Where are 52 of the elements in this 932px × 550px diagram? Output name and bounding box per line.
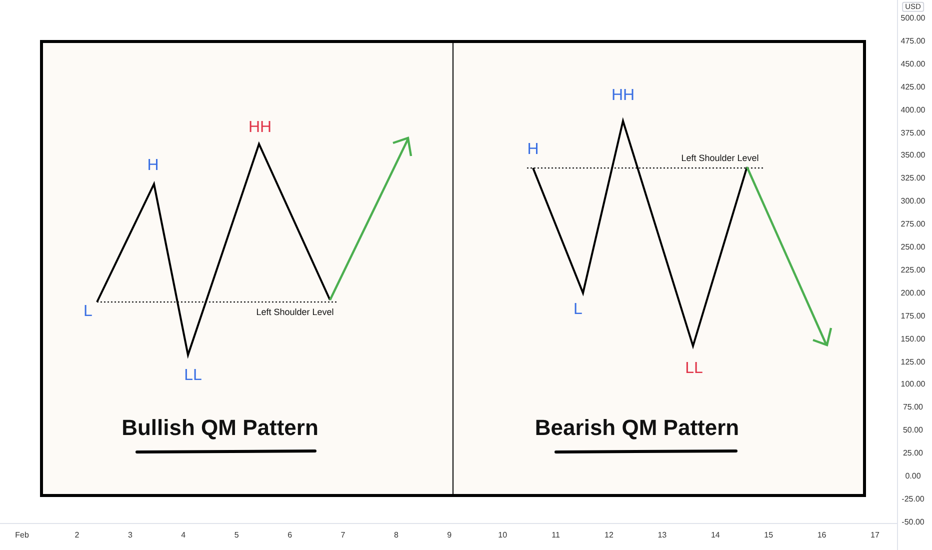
price-scale-label: -25.00 [902, 496, 924, 504]
date-scale-label: 14 [710, 532, 720, 540]
swing-point-label: HH [611, 87, 635, 105]
level-label: Left Shoulder Level [256, 308, 334, 318]
price-scale-label: 250.00 [900, 244, 926, 252]
date-scale-label: 17 [870, 532, 880, 540]
month-label: Feb [15, 532, 29, 540]
date-scale-label: 3 [128, 532, 132, 540]
swing-point-label: L [574, 301, 582, 319]
level-label: Left Shoulder Level [681, 154, 759, 164]
pattern-title: Bearish QM Pattern [534, 416, 740, 440]
date-scale-label: 12 [604, 532, 614, 540]
price-scale-label: 275.00 [900, 220, 926, 230]
price-scale-label: 300.00 [900, 198, 926, 207]
date-scale-label: 2 [74, 532, 80, 540]
price-scale-label: 425.00 [900, 83, 926, 92]
pattern-title: Bullish QM Pattern [122, 416, 318, 440]
price-scale-label: 450.00 [900, 60, 926, 70]
price-scale-label: 500.00 [900, 14, 926, 24]
swing-point-label: LL [685, 360, 703, 378]
date-scale-label: 6 [288, 532, 292, 540]
swing-point-label: H [147, 157, 159, 175]
date-scale-label: 11 [552, 532, 560, 540]
price-scale-label: 225.00 [900, 266, 926, 276]
date-scale-label: 15 [764, 532, 774, 540]
date-scale-label: 8 [394, 532, 398, 540]
price-scale-label: -50.00 [902, 518, 924, 528]
price-scale-label: 50.00 [902, 426, 924, 436]
price-scale-label: 100.00 [900, 381, 926, 390]
date-scale-label: 10 [498, 532, 508, 540]
price-scale-label: 400.00 [900, 106, 926, 115]
swing-point-label: L [84, 303, 92, 321]
price-scale-label: 375.00 [900, 129, 926, 138]
date-scale-label: 5 [234, 532, 239, 540]
price-scale-label: 0.00 [905, 472, 921, 482]
swing-point-label: H [527, 141, 539, 159]
date-scale-label: 4 [181, 532, 186, 540]
swing-point-label: HH [248, 119, 272, 137]
date-scale-label: 16 [817, 532, 826, 540]
price-scale-label: 150.00 [900, 335, 926, 344]
price-scale-label: 475.00 [900, 38, 926, 46]
date-scale-label: 7 [340, 532, 346, 540]
price-scale-label: 325.00 [900, 174, 926, 184]
date-scale-label: 13 [658, 532, 667, 540]
swing-point-label: LL [184, 367, 202, 385]
price-scale-label: 125.00 [900, 358, 926, 367]
date-scale-label: 9 [447, 532, 452, 540]
price-scale-label: 350.00 [900, 152, 926, 161]
price-scale-label: 200.00 [900, 289, 926, 298]
price-scale-label: 25.00 [902, 450, 924, 458]
price-scale-label: 75.00 [902, 404, 924, 413]
price-scale-label: 175.00 [900, 312, 926, 322]
